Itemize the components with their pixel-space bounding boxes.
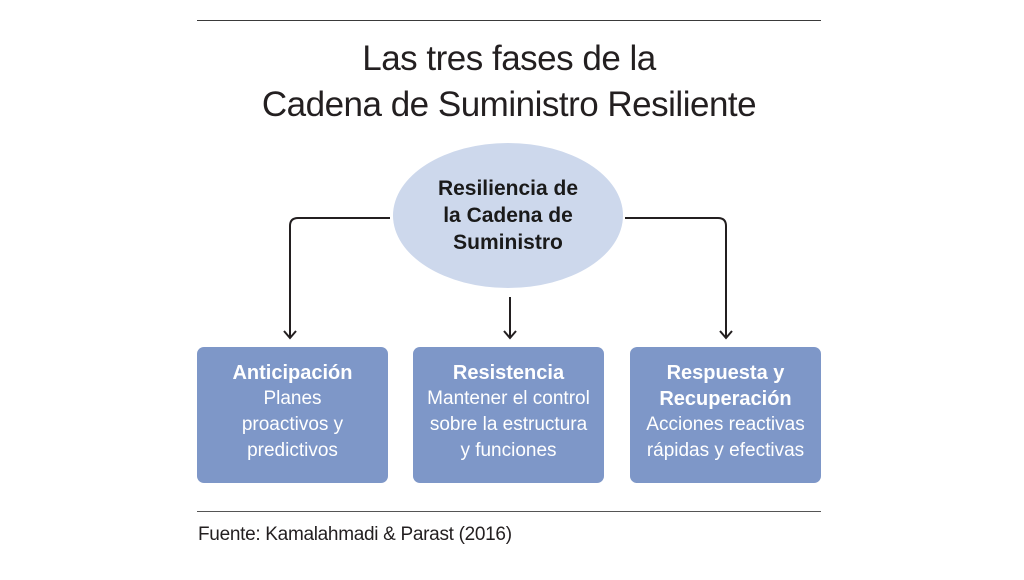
phase-box-resistance: Resistencia Mantener el control sobre la…	[413, 347, 604, 483]
title-line-1: Las tres fases de la	[362, 39, 656, 78]
phase-description: Planes proactivos y predictivos	[242, 386, 343, 464]
phase-description: Acciones reactivas rápidas y efectivas	[646, 412, 804, 464]
center-node-supply-chain-resilience: Resiliencia de la Cadena de Suministro	[393, 143, 623, 288]
arrow-down-icon	[503, 330, 517, 340]
arrow-down-icon	[283, 330, 297, 340]
center-node-line: Suministro	[453, 231, 563, 254]
left-connector-line	[289, 217, 390, 337]
phase-description: Mantener el control sobre la estructura …	[427, 386, 590, 464]
arrow-down-icon	[719, 330, 733, 340]
phase-description-line: sobre la estructura	[429, 414, 588, 435]
center-node-line: la Cadena de	[443, 204, 573, 227]
diagram-title: Las tres fases de la Cadena de Suministr…	[197, 36, 821, 128]
phase-title-line: Respuesta y	[666, 362, 785, 384]
phase-description-line: predictivos	[247, 440, 338, 461]
right-connector-line	[625, 217, 727, 337]
phase-description-line: y funciones	[460, 440, 557, 461]
phase-description-line: Planes	[263, 388, 322, 409]
phase-title: Resistencia	[453, 360, 564, 386]
phase-title-line: Recuperación	[659, 388, 792, 410]
bottom-divider	[197, 511, 821, 512]
source-citation: Fuente: Kamalahmadi & Parast (2016)	[198, 524, 512, 545]
phase-description-line: Acciones reactivas	[646, 414, 805, 435]
phase-title: Anticipación	[232, 360, 352, 386]
phase-title-line: Anticipación	[232, 362, 353, 384]
title-line-2: Cadena de Suministro Resiliente	[261, 85, 757, 124]
phase-title-line: Resistencia	[452, 362, 565, 384]
phase-description-line: Mantener el control	[427, 388, 590, 409]
center-node-line: Resiliencia de	[437, 177, 579, 200]
phase-box-response-recovery: Respuesta y Recuperación Acciones reacti…	[630, 347, 821, 483]
phase-description-line: proactivos y	[241, 414, 344, 435]
phase-description-line: rápidas y efectivas	[646, 440, 805, 461]
phase-box-anticipation: Anticipación Planes proactivos y predict…	[197, 347, 388, 483]
top-divider	[197, 20, 821, 21]
phase-title: Respuesta y Recuperación	[659, 360, 791, 412]
